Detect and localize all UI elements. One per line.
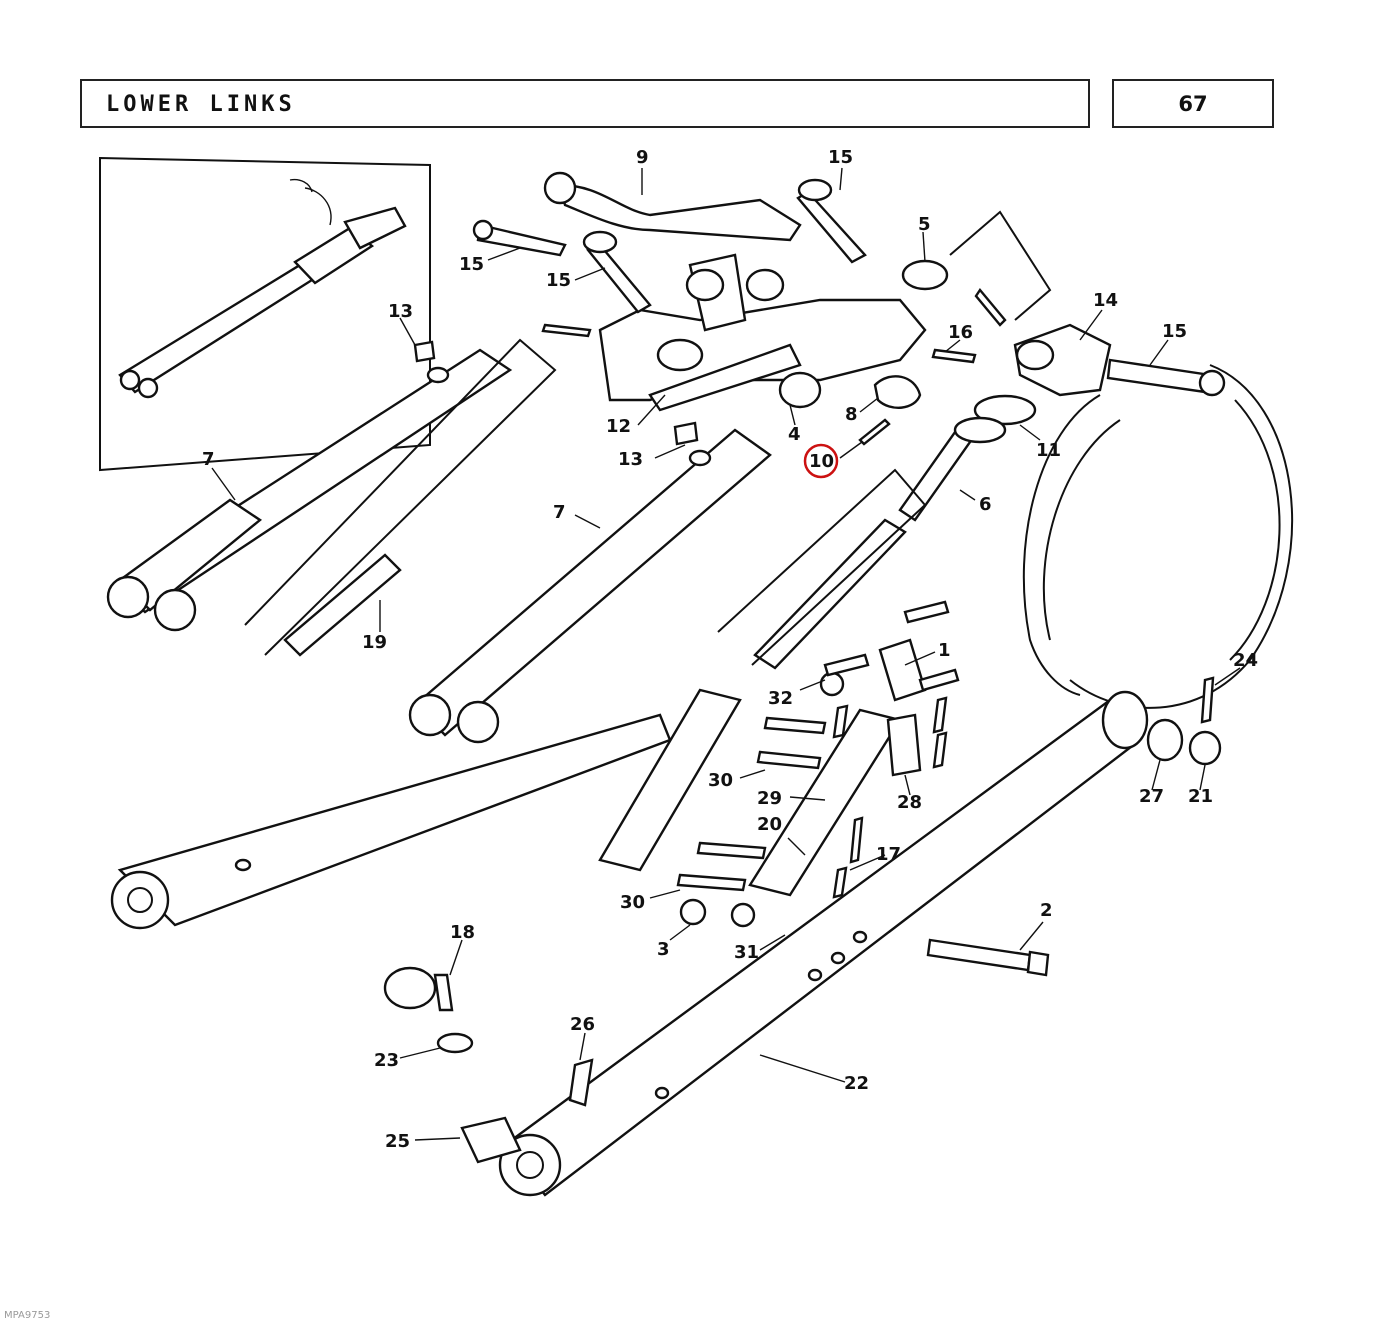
callout-29: 29 <box>757 788 782 809</box>
loose-parts <box>383 340 849 1164</box>
highlight-circle <box>803 443 839 479</box>
callout-21: 21 <box>1188 786 1213 807</box>
drawing-code: MPA9753 <box>4 1310 51 1321</box>
leader-lines <box>211 167 1241 1141</box>
check-chain-assembly <box>598 600 960 928</box>
callout-20: 20 <box>757 814 782 835</box>
callout-30: 30 <box>708 770 733 791</box>
callout-15: 15 <box>459 254 484 275</box>
callout-15: 15 <box>546 270 571 291</box>
callout-8: 8 <box>845 404 858 425</box>
callout-25: 25 <box>385 1131 410 1152</box>
callout-19: 19 <box>362 632 387 653</box>
callout-4: 4 <box>788 424 801 445</box>
lower-link-right <box>498 676 1222 1197</box>
inset-detail <box>99 156 431 472</box>
callout-24: 24 <box>1233 650 1258 671</box>
callout-22: 22 <box>844 1073 869 1094</box>
page-number-box: 67 <box>1112 79 1274 128</box>
callout-labels: 9 15 15 15 15 5 13 13 14 16 12 4 8 11 7 … <box>202 147 1258 1152</box>
lower-link-left <box>110 713 672 930</box>
page-title: LOWER LINKS <box>106 92 296 117</box>
callout-10: 10 <box>809 451 834 472</box>
callout-23: 23 <box>374 1050 399 1071</box>
callout-30: 30 <box>620 892 645 913</box>
callout-11: 11 <box>1036 440 1061 461</box>
highlighted-callout-10: 10 <box>803 443 839 479</box>
callout-3: 3 <box>657 939 670 960</box>
callout-1: 1 <box>938 640 951 661</box>
callout-31: 31 <box>734 942 759 963</box>
lift-rod-left <box>106 338 557 657</box>
callout-27: 27 <box>1139 786 1164 807</box>
cross-shaft <box>717 416 1007 670</box>
page-number: 67 <box>1178 92 1208 116</box>
callout-7: 7 <box>202 449 215 470</box>
lift-arm-assembly <box>472 171 1226 446</box>
callout-16: 16 <box>948 322 973 343</box>
callout-7: 7 <box>553 502 566 523</box>
callout-32: 32 <box>768 688 793 709</box>
callout-18: 18 <box>450 922 475 943</box>
callout-26: 26 <box>570 1014 595 1035</box>
callout-15: 15 <box>1162 321 1187 342</box>
lift-rod-right <box>408 428 772 744</box>
callout-13: 13 <box>618 449 643 470</box>
callout-28: 28 <box>897 792 922 813</box>
callout-14: 14 <box>1093 290 1118 311</box>
title-box: LOWER LINKS <box>80 79 1090 128</box>
callout-5: 5 <box>918 214 931 235</box>
callout-17: 17 <box>876 844 901 865</box>
callout-6: 6 <box>979 494 992 515</box>
callout-13: 13 <box>388 301 413 322</box>
callout-2: 2 <box>1040 900 1053 921</box>
callout-15: 15 <box>828 147 853 168</box>
callout-9: 9 <box>636 147 649 168</box>
callout-12: 12 <box>606 416 631 437</box>
